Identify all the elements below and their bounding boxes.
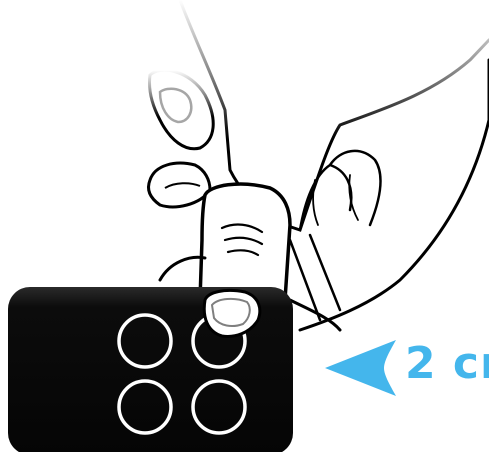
back-fingers (290, 151, 380, 320)
hand-illustration (148, 0, 489, 335)
thumb-outline (149, 70, 213, 149)
hand-palm-outline (300, 60, 489, 330)
distance-label: 2 cı (405, 339, 489, 389)
curled-finger-outline (148, 163, 210, 207)
finger-gap-lines (313, 175, 358, 225)
chevron-left-arrow-icon (325, 340, 396, 396)
